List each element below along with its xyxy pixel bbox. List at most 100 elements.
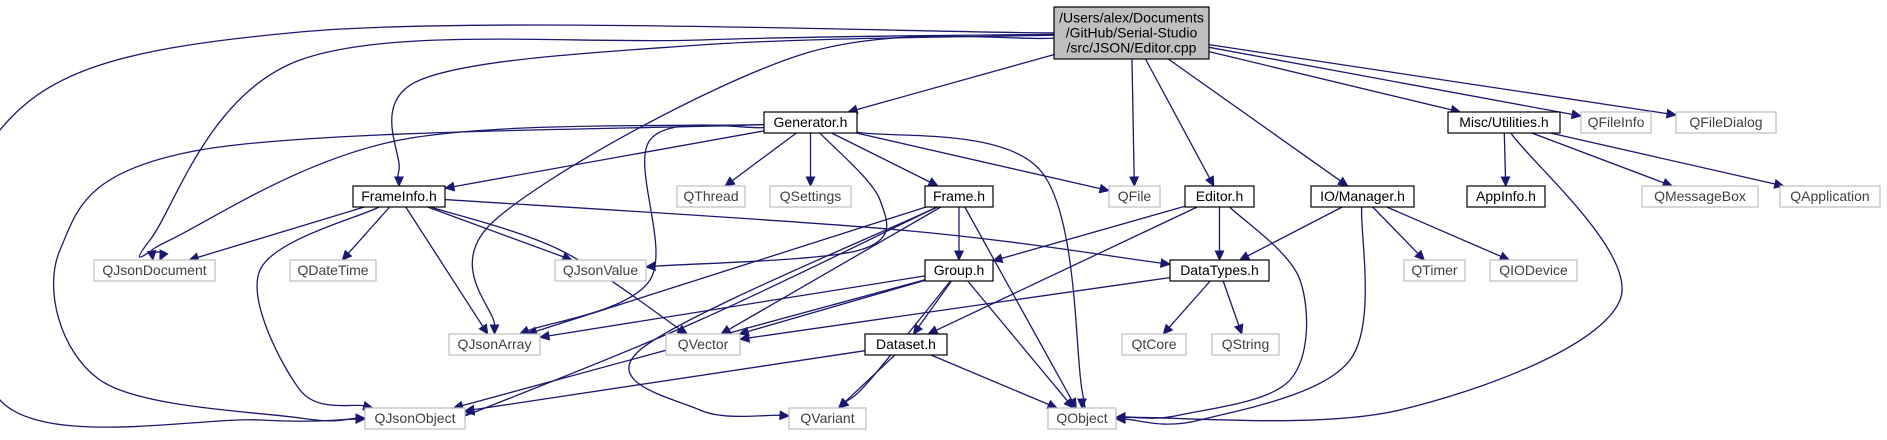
edge-arrowhead: [443, 181, 456, 192]
node-box: [788, 407, 867, 430]
edge-line: [347, 206, 391, 254]
node-box: [448, 333, 541, 356]
node-label: QObject: [1056, 410, 1107, 426]
node-datatypes[interactable]: DataTypes.h: [1169, 259, 1270, 282]
node-label: QFileInfo: [1588, 114, 1645, 130]
edge-arrowhead: [1098, 183, 1111, 194]
edge-line: [1131, 58, 1135, 178]
node-editorh[interactable]: Editor.h: [1184, 185, 1255, 208]
edge-arrowhead: [1204, 175, 1215, 188]
edge-line: [535, 206, 927, 332]
node-root[interactable]: /Users/alex/Documents/GitHub/Serial-Stud…: [1053, 6, 1210, 60]
edge-arrowhead: [837, 397, 849, 409]
node-label: QJsonObject: [375, 410, 456, 426]
node-qiodevice: QIODevice: [1489, 259, 1578, 282]
node-label: QThread: [683, 188, 738, 204]
edge-arrowhead: [1238, 251, 1251, 261]
node-label: QVector: [678, 336, 729, 352]
edge-arrowhead: [478, 323, 489, 335]
edge-arrowhead: [1233, 323, 1244, 336]
edge-iomanager-to-qobject: [1114, 206, 1366, 425]
edge-generator-to-qjsonarray: [518, 124, 765, 335]
edge-line: [1531, 132, 1664, 184]
node-dataset[interactable]: Dataset.h: [864, 333, 948, 356]
node-box: [864, 333, 948, 356]
node-box: [1403, 259, 1466, 282]
edge-line: [197, 206, 365, 259]
edge-generator-to-qjsonobject: [53, 123, 765, 424]
edge-line: [1503, 132, 1507, 178]
node-label: /Users/alex/Documents: [1059, 10, 1204, 26]
node-box: [1121, 333, 1187, 356]
edge-arrowhead: [1114, 414, 1126, 425]
node-qapplication: QApplication: [1779, 185, 1881, 208]
edge-line: [930, 354, 1049, 406]
edge-root-to-frameinfo: [391, 34, 1055, 188]
edge-iomanager-to-qiodevice: [1386, 206, 1511, 261]
edge-root-to-qjsonarray: [471, 35, 1055, 336]
edge-line: [471, 35, 1055, 326]
edge-arrowhead: [912, 323, 924, 335]
edge-line: [728, 206, 942, 331]
edge-root-to-generator: [847, 53, 1055, 115]
node-label: /src/JSON/Editor.cpp: [1067, 40, 1197, 56]
node-qtimer: QTimer: [1403, 259, 1466, 282]
node-group[interactable]: Group.h: [924, 259, 994, 282]
node-label: QVariant: [800, 410, 854, 426]
edge-line: [964, 206, 1073, 401]
node-appinfo[interactable]: AppInfo.h: [1466, 185, 1546, 208]
node-iomanager[interactable]: IO/Manager.h: [1310, 185, 1415, 208]
edge-group-to-qjsonarray: [538, 275, 926, 341]
node-qvariant: QVariant: [788, 407, 867, 430]
node-frame[interactable]: Frame.h: [924, 185, 994, 208]
edge-utilities-to-qapplication: [1550, 132, 1785, 189]
edge-line: [453, 130, 765, 188]
node-box: [352, 185, 446, 208]
node-qfileinfo: QFileInfo: [1580, 111, 1652, 134]
edge-generator-to-qfile: [856, 132, 1111, 194]
edge-line: [628, 206, 938, 418]
node-qjsondocument: QJsonDocument: [93, 259, 216, 282]
node-utilities[interactable]: Misc/Utilities.h: [1447, 111, 1561, 134]
edge-line: [548, 275, 926, 337]
edge-line: [53, 123, 765, 422]
node-qjsonobject: QJsonObject: [364, 407, 466, 430]
edge-line: [1144, 58, 1211, 179]
node-label: QDateTime: [297, 262, 368, 278]
node-qjsonvalue: QJsonValue: [554, 259, 647, 282]
edge-arrowhead: [1214, 250, 1225, 262]
node-box: [769, 185, 852, 208]
edge-generator-to-qobject: [856, 131, 1087, 410]
node-generator[interactable]: Generator.h: [763, 111, 858, 134]
edge-line: [138, 33, 1055, 258]
edge-frameinfo-to-qjsonobject: [256, 206, 380, 411]
edge-frameinfo-to-qjsonarray: [405, 206, 489, 335]
node-box: [93, 259, 216, 282]
node-qstring: QString: [1211, 333, 1280, 356]
node-box: [289, 259, 377, 282]
node-frameinfo[interactable]: FrameInfo.h: [352, 185, 446, 208]
edge-line: [1550, 132, 1776, 185]
node-box: [1169, 259, 1270, 282]
edge-arrowhead: [1570, 109, 1583, 120]
edge-line: [748, 276, 1171, 339]
edge-arrowhead: [489, 324, 500, 336]
edge-root-to-qfiledialog: [1208, 44, 1678, 119]
edge-editorh-to-qobject: [1114, 206, 1308, 422]
node-box: [1489, 259, 1578, 282]
node-box: [924, 259, 994, 282]
node-box: [1310, 185, 1415, 208]
edge-arrowhead: [1665, 108, 1678, 119]
edge-line: [444, 198, 1162, 264]
edge-arrowhead: [738, 326, 750, 337]
edge-arrowhead: [779, 410, 791, 421]
edge-arrowhead: [954, 250, 964, 262]
node-label: Editor.h: [1196, 188, 1243, 204]
edge-editorh-to-datatypes: [1214, 207, 1225, 262]
edge-line: [1247, 206, 1343, 257]
node-label: Dataset.h: [876, 336, 936, 352]
node-label: QSettings: [780, 188, 841, 204]
node-label: QJsonDocument: [102, 262, 206, 278]
node-label: QtCore: [1131, 336, 1176, 352]
